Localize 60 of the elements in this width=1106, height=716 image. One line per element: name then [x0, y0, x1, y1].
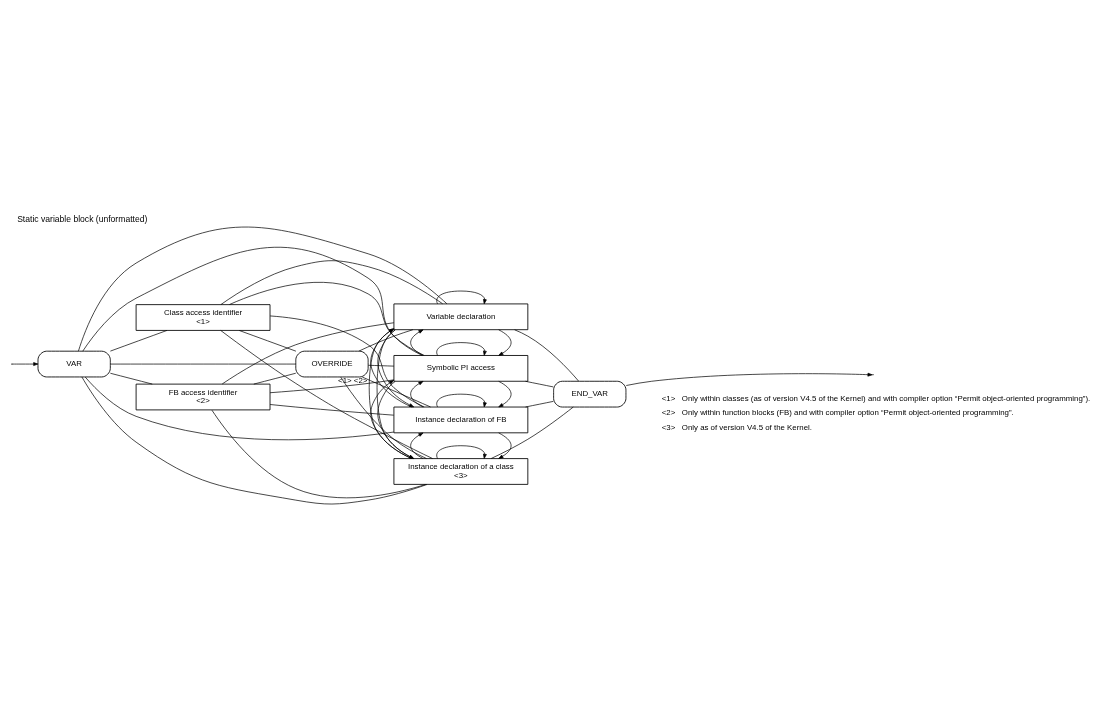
connector [220, 260, 443, 305]
label: <3> [661, 422, 676, 432]
connector [525, 401, 554, 408]
arrow [410, 329, 424, 356]
arrow [377, 381, 415, 459]
connector [220, 330, 433, 459]
connector [238, 330, 297, 352]
arrow [410, 380, 424, 408]
arrow [370, 379, 412, 459]
arrow [436, 290, 487, 305]
arrow [11, 362, 39, 366]
connector [229, 281, 425, 356]
connector [211, 409, 427, 499]
arrow [377, 329, 415, 408]
connector [110, 363, 297, 365]
label: <1> [661, 394, 676, 404]
label: Only as of version V4.5 of the Kernel. [681, 422, 812, 432]
connector [82, 247, 423, 356]
connector [340, 376, 427, 459]
connector [110, 372, 153, 385]
arrow [625, 372, 873, 386]
node-box: END_VAR [553, 380, 627, 408]
connector [367, 364, 395, 367]
arrow [436, 393, 487, 408]
arrow [436, 445, 487, 459]
connector [358, 329, 414, 352]
connector [269, 315, 425, 408]
arrow [410, 432, 424, 459]
arrow [368, 328, 412, 459]
label: Only within classes (as of version V4.5 of the Kernel) and with compiler option “Permit object-oriented programming”). [681, 394, 1091, 404]
connector [514, 329, 580, 382]
connector [221, 322, 395, 385]
node-box: Class access identifier <1> [135, 304, 271, 331]
node-box: FB access identifier <2> [135, 383, 271, 411]
arrow [436, 342, 487, 356]
connector [253, 372, 297, 385]
arrow [498, 329, 512, 356]
node-label: <1> <2> [338, 376, 368, 386]
label: <2> [661, 408, 676, 418]
connector [269, 404, 395, 416]
node-box: Variable declaration [393, 303, 529, 331]
connector [361, 376, 431, 408]
node-box: Instance declaration of a class <3> [393, 458, 529, 485]
arrow [370, 328, 412, 408]
node-box: Instance declaration of FB [393, 406, 529, 434]
connector [81, 376, 428, 505]
label: Only within function blocks (FB) and with compiler option “Permit object-oriented programming”. [681, 408, 1014, 418]
connector [269, 379, 395, 394]
arrow [376, 329, 415, 459]
arrow [498, 380, 512, 408]
diagram-title: Static variable block (unformatted) [17, 213, 148, 224]
connector [84, 376, 395, 441]
node-box: Symbolic PI access [393, 355, 529, 382]
connector [525, 380, 554, 388]
node-box: VAR [37, 350, 111, 378]
node-box: OVERRIDE [295, 350, 369, 378]
connector [78, 226, 448, 352]
connector [110, 330, 168, 352]
connector [490, 406, 574, 459]
arrow [498, 432, 512, 459]
